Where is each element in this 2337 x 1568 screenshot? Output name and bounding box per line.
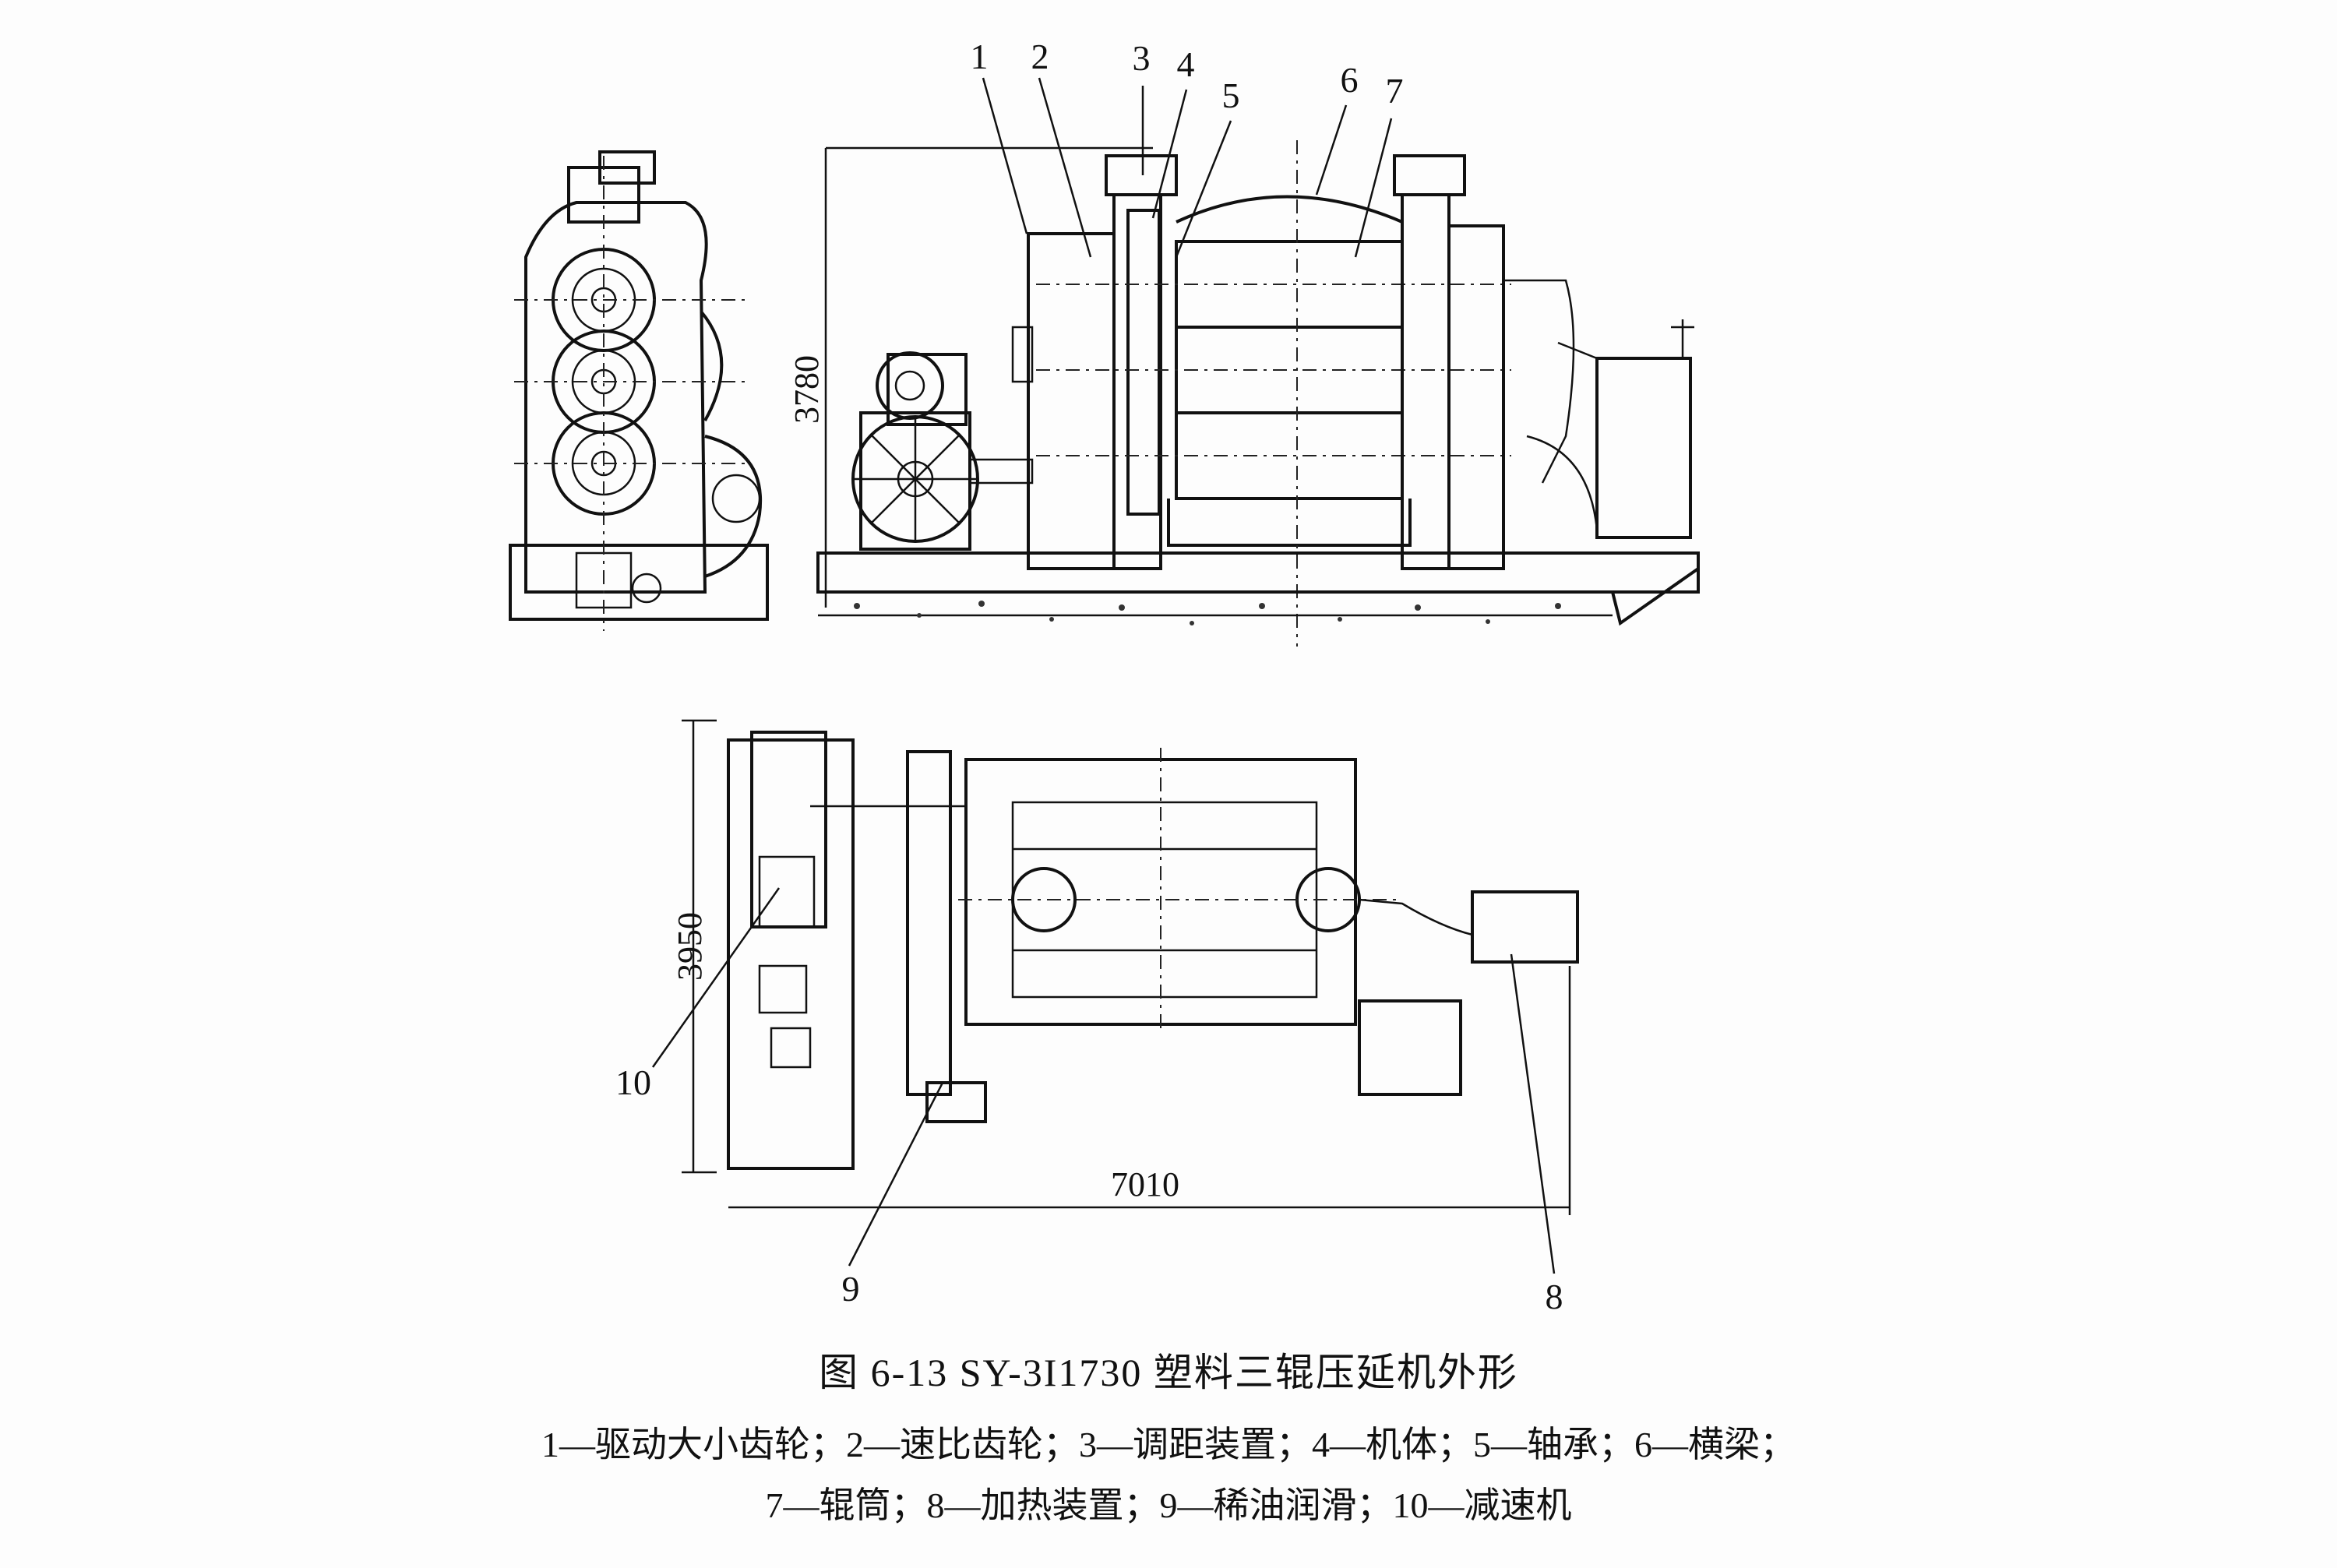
callout-10: 10 [615,1062,651,1102]
figure-caption: 图 6-13 SY-3I1730 塑料三辊压延机外形 [819,1351,1518,1394]
callout-9: 9 [842,1269,860,1309]
dim-width: 3950 [671,912,709,981]
callout-3: 3 [1133,38,1151,78]
dim-length: 7010 [1111,1165,1179,1203]
callout-7: 7 [1386,71,1404,111]
figure-legend-line-2: 7—辊筒；8—加热装置；9—稀油润滑；10—减速机 [765,1485,1572,1525]
dim-height: 3780 [788,355,826,424]
side-view [509,150,769,631]
figure-legend-line-1: 1—驱动大小齿轮；2—速比齿轮；3—调距装置；4—机体；5—轴承；6—横梁； [541,1425,1796,1464]
callout-1: 1 [971,37,989,76]
callout-4: 4 [1177,44,1195,84]
callout-5: 5 [1222,76,1240,115]
callout-6: 6 [1341,60,1359,100]
front-view: 3780 [788,37,1700,647]
plan-view: 3950 7010 10 9 8 [615,719,1579,1316]
callout-8: 8 [1546,1277,1563,1316]
callout-2: 2 [1031,37,1049,76]
